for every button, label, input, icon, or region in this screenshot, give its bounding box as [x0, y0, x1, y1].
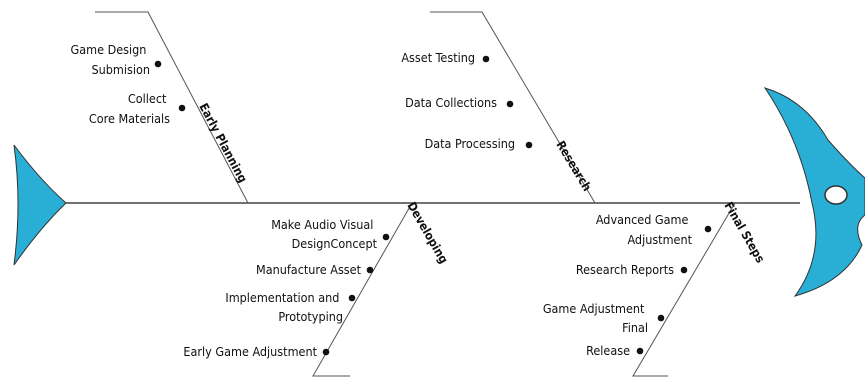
cause-label: Make Audio Visual DesignConcept	[271, 217, 377, 251]
bone-research	[430, 11, 596, 204]
cause-label: Research Reports	[576, 262, 674, 277]
bone-final-steps	[632, 202, 736, 377]
cause-label: Release	[586, 343, 630, 358]
cause-bullet	[636, 347, 644, 355]
fish-eye	[824, 185, 848, 205]
cause-label: Data Processing	[425, 136, 515, 151]
cause-bullet	[348, 294, 356, 302]
cause-label: Manufacture Asset	[256, 262, 362, 277]
cause-label: Advanced Game Adjustment	[596, 212, 693, 247]
cause-label: Early Game Adjustment	[183, 344, 317, 359]
cause-bullet	[680, 266, 688, 274]
category-developing: Developing	[404, 200, 450, 266]
cause-bullet	[525, 141, 533, 149]
cause-bullet	[366, 266, 374, 274]
cause-label: Collect Core Materials	[89, 91, 170, 126]
cause-label: Game Design Submision	[71, 42, 150, 77]
cause-bullet	[506, 100, 514, 108]
category-early-planning: Early Planning	[196, 101, 250, 185]
category-final-steps: Final Steps	[721, 200, 767, 266]
bone-early-planning	[95, 11, 249, 204]
fish-head	[763, 87, 865, 297]
fish-tail	[13, 144, 67, 266]
cause-bullet	[154, 60, 162, 68]
category-research: Research	[553, 138, 594, 193]
cause-label: Implementation and Prototyping	[225, 290, 343, 324]
cause-bullet	[178, 104, 186, 112]
bone-developing	[312, 202, 413, 377]
cause-label: Data Collections	[405, 95, 497, 110]
cause-label: Asset Testing	[401, 50, 475, 65]
cause-bullet	[322, 348, 330, 356]
cause-bullet	[657, 314, 665, 322]
cause-label: Game Adjustment Final	[543, 301, 648, 335]
cause-bullet	[704, 225, 712, 233]
cause-bullet	[382, 233, 390, 241]
cause-bullet	[482, 55, 490, 63]
